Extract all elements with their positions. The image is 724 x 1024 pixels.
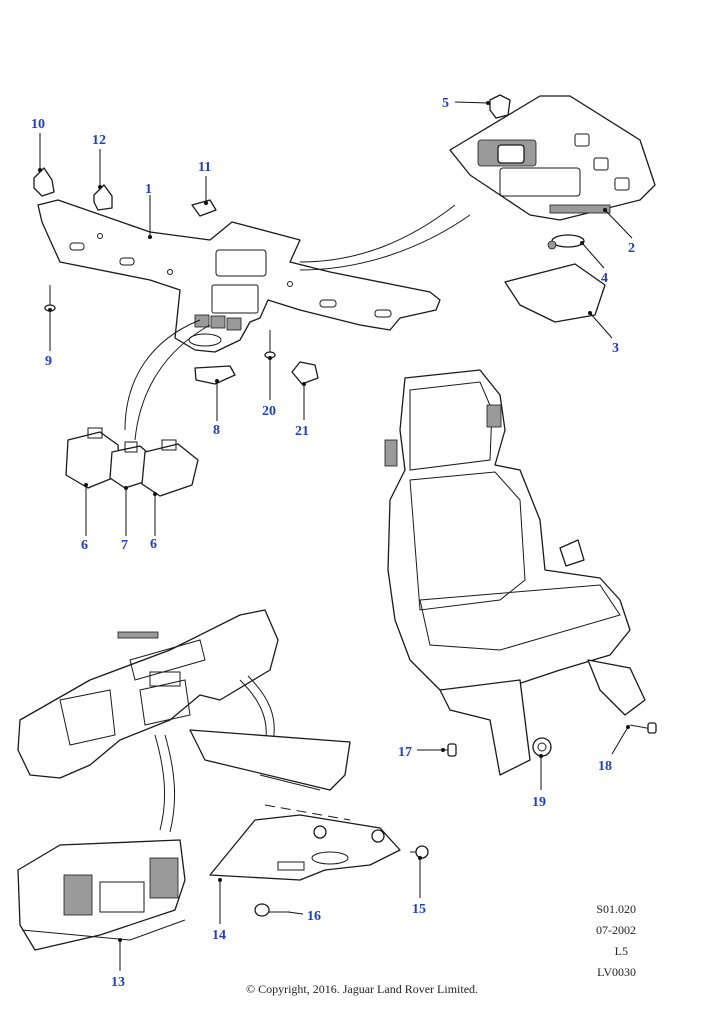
callout-18: 18	[598, 759, 612, 774]
switch-group	[65, 427, 199, 497]
callout-20: 20	[262, 404, 276, 419]
callout-6-right: 6	[150, 537, 157, 552]
screw-20	[264, 330, 276, 359]
callout-4: 4	[601, 271, 608, 286]
nut-11	[191, 199, 217, 217]
clip-12	[93, 184, 113, 211]
callout-10: 10	[31, 117, 45, 132]
seat	[384, 369, 646, 776]
clip-21	[291, 361, 319, 385]
mounting-plate-14	[209, 814, 401, 881]
callout-21: 21	[295, 424, 309, 439]
callout-1: 1	[145, 182, 152, 197]
air-vent-13	[17, 839, 186, 951]
callout-19: 19	[532, 795, 546, 810]
callout-numbers: 1 2 3 4 5 6 6 7 8 9 10 11 12 13 14 15 16…	[31, 96, 635, 990]
bolt-18	[629, 722, 657, 734]
callout-15: 15	[412, 902, 426, 917]
drawing-id: LV0030	[597, 965, 636, 979]
callout-3: 3	[612, 341, 619, 356]
callout-5: 5	[442, 96, 449, 111]
callout-13: 13	[111, 975, 125, 990]
callout-9: 9	[45, 354, 52, 369]
nut-19	[532, 737, 552, 757]
callout-8: 8	[213, 423, 220, 438]
blank-cover-8	[194, 365, 236, 385]
lamp-lens	[504, 263, 606, 323]
dashboard-fascia	[17, 609, 279, 779]
console-bracket	[37, 199, 441, 353]
callout-14: 14	[212, 928, 226, 943]
callout-12: 12	[92, 133, 106, 148]
bulb	[547, 234, 585, 250]
overhead-console	[449, 95, 656, 221]
clip-5	[489, 94, 511, 119]
leader-lines	[38, 101, 633, 971]
callout-6-left: 6	[81, 538, 88, 553]
copyright-notice: © Copyright, 2016. Jaguar Land Rover Lim…	[245, 982, 479, 996]
rivet-16	[254, 903, 290, 917]
drawing-date: 07-2002	[596, 923, 636, 937]
drawing-code: L5	[614, 944, 628, 958]
callout-16: 16	[307, 909, 321, 924]
drawing-ref: S01.020	[596, 902, 636, 916]
callout-2: 2	[628, 241, 635, 256]
callout-11: 11	[198, 160, 211, 175]
callout-17: 17	[398, 745, 412, 760]
callout-7: 7	[121, 538, 128, 553]
screw-9	[44, 285, 56, 312]
clip-10	[33, 167, 55, 197]
rivet-15	[410, 845, 429, 859]
